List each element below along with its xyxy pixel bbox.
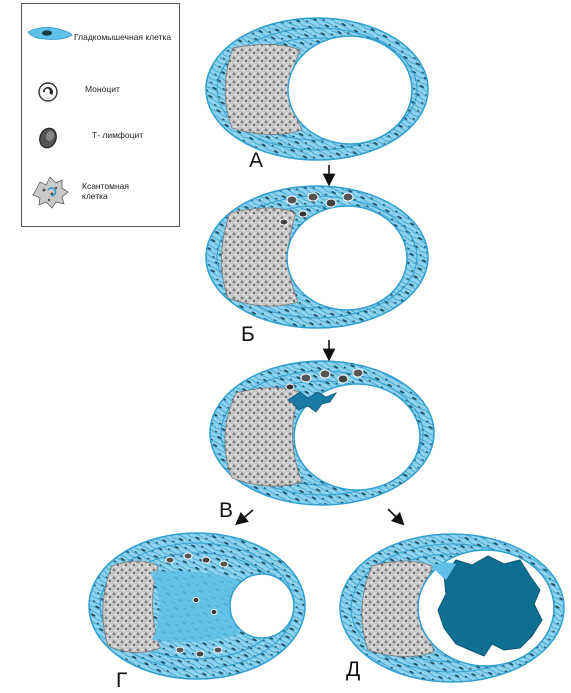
stage-label-d: Д bbox=[346, 658, 361, 681]
t-lymphocyte-icon bbox=[39, 127, 57, 149]
legend-label-monocyte: Моноцит bbox=[85, 84, 120, 94]
smooth-muscle-cell-icon bbox=[27, 27, 73, 40]
vessel-stage-d bbox=[339, 533, 565, 683]
arrow-v-to-g bbox=[235, 509, 254, 526]
vessel-stage-a bbox=[205, 17, 429, 161]
thrombus-stage-d bbox=[437, 555, 543, 657]
lumen-stage-b bbox=[286, 205, 408, 311]
legend-label-t-lymphocyte: Т- лимфоцит bbox=[92, 130, 144, 140]
infiltrating-cells-stage-b bbox=[279, 192, 354, 226]
rupture-channel-stage-d bbox=[432, 562, 456, 580]
arrow-v-to-d bbox=[387, 508, 405, 526]
vessel-stage-g bbox=[88, 532, 306, 680]
thrombus-fragment-stage-v bbox=[287, 391, 338, 413]
lumen-stage-v bbox=[293, 383, 421, 491]
plaque-stage-g bbox=[102, 560, 161, 653]
arrows bbox=[235, 165, 405, 526]
monocyte-icon bbox=[38, 82, 58, 102]
stage-label-b: Б bbox=[241, 323, 255, 346]
vessel-stage-b bbox=[205, 185, 429, 329]
infiltrating-cells-stage-g bbox=[165, 552, 229, 658]
stage-label-a: А bbox=[249, 149, 264, 172]
plaque-stage-a bbox=[224, 44, 303, 135]
legend-label-xanthoma: Ксантомная клетка bbox=[82, 181, 130, 201]
xanthoma-cell-icon bbox=[32, 176, 69, 209]
legend-label-smooth-muscle: Гладкомышечная клетка bbox=[74, 32, 172, 42]
vessel-stage-v bbox=[209, 360, 435, 506]
stage-label-v: В bbox=[219, 499, 234, 522]
lumen-stage-a bbox=[287, 35, 413, 145]
lumen-stage-g bbox=[229, 573, 295, 639]
plaque-stage-v bbox=[224, 387, 303, 487]
stage-label-g: Г bbox=[116, 669, 128, 692]
plaque-stage-b bbox=[221, 207, 299, 307]
infiltrating-cells-stage-v bbox=[285, 368, 364, 391]
fibrous-cap-stage-g bbox=[150, 571, 240, 642]
legend: Гладкомышечная клетка Моноцит Т- лимфоци… bbox=[21, 3, 180, 227]
plaque-stage-d bbox=[361, 560, 435, 657]
